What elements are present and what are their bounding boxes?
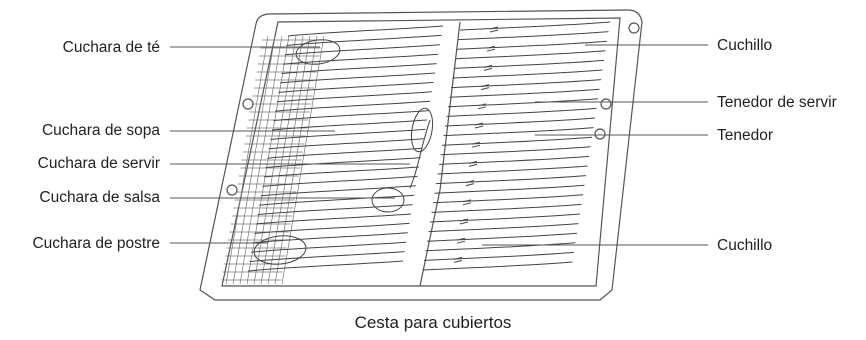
cutlery-handle <box>428 223 579 233</box>
fork-tines <box>468 160 478 167</box>
right-clip <box>600 98 612 110</box>
dessert-spoon-bowl <box>253 235 307 265</box>
serving-spoon-handle <box>409 119 431 189</box>
grid-line <box>274 35 318 285</box>
cutlery-handle <box>252 232 408 244</box>
cutlery-handle <box>429 213 581 223</box>
cutlery-handle <box>254 222 410 234</box>
cutlery-handle <box>437 165 588 175</box>
grid-line <box>267 35 311 285</box>
basket-grid <box>221 35 325 285</box>
cutlery-handle <box>447 98 599 108</box>
cutlery-handle <box>431 203 582 213</box>
cutlery-handle <box>438 155 590 165</box>
diagram-caption: Cesta para cubiertos <box>354 313 512 332</box>
cutlery-handle <box>267 147 423 159</box>
cutlery-handle <box>458 31 609 41</box>
fork-tines <box>471 141 481 148</box>
label-dessert-spoon: Cuchara de postre <box>32 235 160 252</box>
fork-tines <box>489 26 499 33</box>
cutlery-handle <box>287 25 444 37</box>
cutlery-handle <box>278 81 434 93</box>
grid-line <box>281 35 325 285</box>
cutlery-handle <box>255 213 412 225</box>
cutlery-handle <box>422 261 573 271</box>
fork-tines <box>480 84 490 91</box>
label-soup-spoon: Cuchara de sopa <box>41 122 160 139</box>
fork-tines <box>474 122 484 129</box>
label-serving-spoon: Cuchara de servir <box>37 155 160 172</box>
cutlery-handle <box>257 204 413 216</box>
cutlery-handle <box>284 44 440 56</box>
right-clip <box>628 22 640 34</box>
leader-lines <box>170 44 708 246</box>
cutlery-handle <box>283 53 439 65</box>
cutlery-handle <box>259 194 415 206</box>
cutlery-handle <box>435 175 587 185</box>
sauce-spoon-bowl <box>371 187 405 213</box>
right-clip <box>594 128 606 140</box>
left-clip <box>226 184 238 196</box>
cutlery-handle <box>444 117 596 127</box>
cutlery-handle <box>270 128 426 140</box>
fork-tines <box>456 237 466 244</box>
label-tea-spoon: Cuchara de té <box>62 39 160 56</box>
cutlery-handle <box>281 63 437 75</box>
tea-spoon-bowl <box>295 39 341 65</box>
cutlery-handle <box>251 241 407 253</box>
cutlery-handle <box>276 91 432 103</box>
cutlery-handle <box>271 119 428 131</box>
cutlery-handle <box>456 40 608 50</box>
cutlery-handle <box>443 127 594 137</box>
cutlery-handle <box>455 50 606 60</box>
label-fork: Tenedor <box>717 127 774 144</box>
cutlery-handle <box>440 146 591 156</box>
cutlery-handle <box>263 166 420 178</box>
cutlery-handle <box>268 138 424 150</box>
cutlery-handle <box>262 175 418 187</box>
fork-tines <box>453 256 463 263</box>
cutlery-handle <box>275 100 431 112</box>
fork-tines <box>486 45 496 52</box>
cutlery-handle <box>441 136 593 146</box>
cutlery-handle <box>450 79 602 89</box>
cutlery-handle <box>449 88 600 98</box>
cutlery-handle <box>265 157 421 169</box>
cutlery-handle <box>260 185 416 197</box>
basket-frame <box>199 9 643 301</box>
fork-tines <box>462 199 472 206</box>
cutlery-handle <box>273 110 429 122</box>
cutlery-handle <box>446 107 597 117</box>
cutlery-handle <box>426 232 578 242</box>
fork-tines <box>477 103 487 110</box>
fork-tines <box>465 180 475 187</box>
serving-spoon-bowl <box>410 107 434 153</box>
label-serving-fork: Tenedor de servir <box>717 94 837 111</box>
cutlery-handle <box>423 251 575 261</box>
fork-tines <box>459 218 469 225</box>
cutlery-handle <box>434 184 585 194</box>
cutlery-handle <box>459 21 611 31</box>
fork-tines <box>483 64 493 71</box>
cutlery-handle <box>247 260 404 272</box>
cutlery-items <box>247 21 611 272</box>
cutlery-handle <box>453 59 605 69</box>
cutlery-handle <box>432 194 584 204</box>
label-sauce-spoon: Cuchara de salsa <box>39 189 160 206</box>
cutlery-handle <box>452 69 603 79</box>
cutlery-handle <box>279 72 436 84</box>
label-knife-top: Cuchillo <box>717 37 773 54</box>
cutlery-handle <box>425 242 576 252</box>
label-knife-bottom: Cuchillo <box>717 237 773 254</box>
basket-rim <box>199 9 643 301</box>
cutlery-handle <box>286 34 442 46</box>
cutlery-handle <box>249 251 405 263</box>
